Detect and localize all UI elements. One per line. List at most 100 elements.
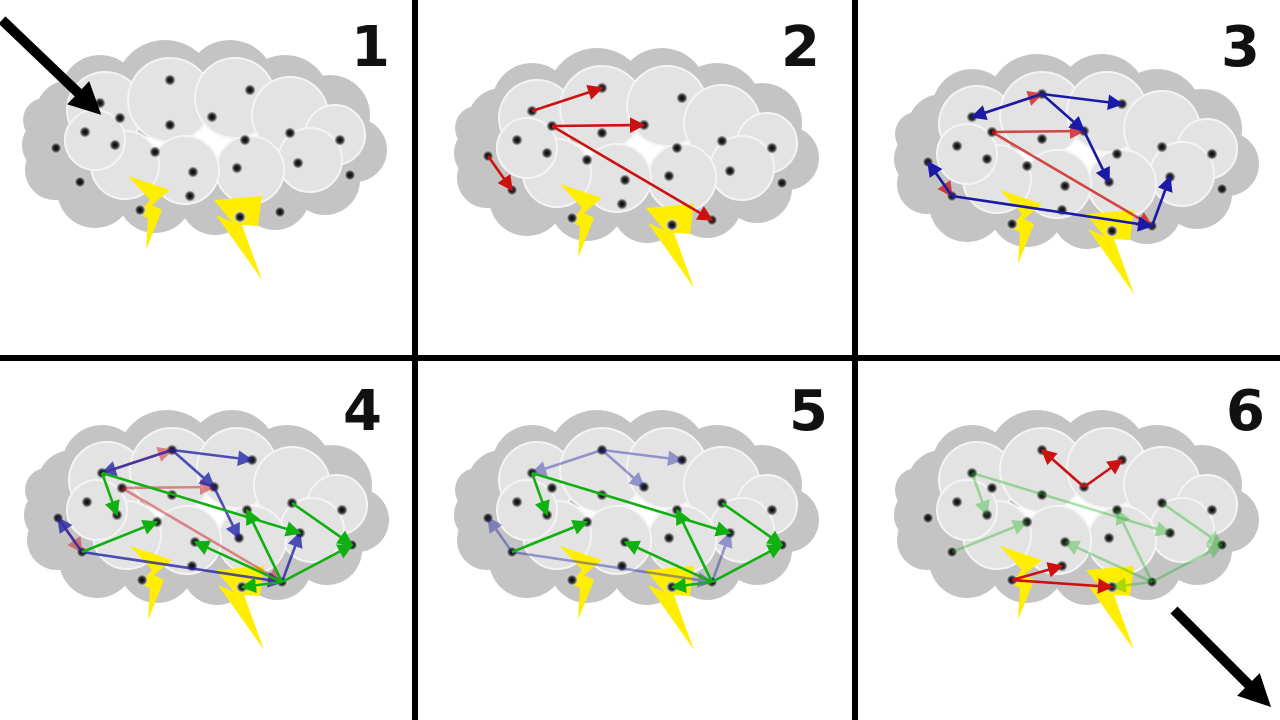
green-arrow: [711, 543, 784, 584]
charge-dot: [1103, 532, 1115, 544]
charge-dot: [274, 206, 286, 218]
red-arrow: [551, 117, 646, 133]
charge-dot: [109, 139, 121, 151]
blue-arrow: [601, 448, 684, 466]
charge-dot: [511, 496, 523, 508]
storm-cloud-icon: [894, 410, 1259, 605]
charge-dot: [616, 198, 628, 210]
charge-dot: [981, 153, 993, 165]
storm-cloud-icon: [24, 410, 389, 605]
red-arrow: [1011, 562, 1064, 582]
charge-dot: [1216, 183, 1228, 195]
red-arrow: [531, 84, 604, 113]
red-arrow: [1011, 578, 1114, 594]
charge-dot: [566, 574, 578, 586]
cloud-puff: [496, 117, 558, 179]
charge-dot: [1036, 133, 1048, 145]
green-arrow: [971, 471, 1172, 537]
charge-dot: [1111, 148, 1123, 160]
green-arrow: [100, 472, 120, 517]
red-arrow: [486, 155, 514, 192]
charge-dot: [922, 512, 934, 524]
red-arrow: [551, 124, 714, 222]
charge-dot: [1059, 180, 1071, 192]
red-arrow: [121, 486, 284, 584]
charge-arrows: [56, 446, 354, 593]
green-arrow: [245, 508, 284, 583]
charge-dot: [566, 212, 578, 224]
green-arrow: [1151, 543, 1224, 584]
charge-dot: [666, 219, 678, 231]
entry-arrow-icon: [0, 16, 102, 115]
blue-arrow: [100, 448, 173, 477]
panel-number: 4: [343, 379, 382, 444]
cloud-puff: [647, 505, 717, 575]
blue-arrow: [970, 92, 1043, 121]
blue-arrow: [56, 516, 84, 553]
charge-dot: [344, 169, 356, 181]
blue-arrow: [212, 486, 241, 540]
blue-arrow: [951, 194, 1154, 232]
panel-number: 1: [351, 15, 390, 80]
red-arrow: [991, 123, 1086, 139]
charge-dot: [50, 142, 62, 154]
charge-arrows: [951, 448, 1224, 594]
storm-cloud-icon: [454, 48, 819, 243]
panel-number: 3: [1221, 15, 1260, 80]
charge-dot: [546, 482, 558, 494]
blue-arrow: [511, 550, 714, 588]
lightning-bolt-icon: [560, 184, 694, 288]
panel-3: 3: [894, 15, 1260, 294]
charge-dot: [1156, 497, 1168, 509]
charge-arrows: [486, 84, 714, 222]
cloud-puff: [496, 479, 558, 541]
green-arrow: [530, 472, 550, 517]
charge-dot: [966, 467, 978, 479]
green-arrow: [1161, 501, 1224, 547]
panel-6: 6: [894, 379, 1265, 650]
charge-dot: [676, 92, 688, 104]
blue-arrow: [1041, 93, 1086, 133]
charge-dot: [1106, 225, 1118, 237]
red-arrow: [121, 479, 216, 495]
green-arrow: [675, 508, 714, 583]
panel-number: 6: [1226, 379, 1265, 444]
charge-dot: [292, 157, 304, 169]
green-arrow: [291, 501, 354, 547]
charge-dot: [284, 127, 296, 139]
blue-arrow: [280, 531, 303, 583]
cloud-puff: [1087, 505, 1157, 575]
charge-dot: [184, 190, 196, 202]
charge-dot: [239, 134, 251, 146]
charge-dot: [116, 482, 128, 494]
lightning-bolt: [214, 196, 262, 280]
charge-dot: [1156, 141, 1168, 153]
charge-dot: [149, 146, 161, 158]
green-arrow: [1063, 540, 1153, 584]
cloud-puff: [22, 117, 78, 173]
green-arrow: [1115, 508, 1154, 583]
lightning-bolt: [560, 184, 602, 258]
blue-arrow: [530, 448, 603, 477]
lightning-bolt: [1086, 566, 1134, 650]
charge-dot: [244, 84, 256, 96]
lightning-bolt-icon: [128, 176, 262, 280]
charge-dot: [1146, 576, 1158, 588]
charge-dot: [1206, 504, 1218, 516]
blue-arrow: [601, 449, 646, 489]
panel-2: 2: [454, 15, 820, 288]
charge-dot: [986, 482, 998, 494]
charge-dot: [79, 126, 91, 138]
green-arrow: [721, 501, 784, 547]
charge-dot: [766, 142, 778, 154]
charge-dot: [616, 560, 628, 572]
blue-arrow: [171, 449, 216, 489]
charge-dot: [951, 496, 963, 508]
charge-dot: [1021, 160, 1033, 172]
panel-number: 5: [789, 379, 828, 444]
storm-cloud-icon: [22, 40, 387, 235]
panel-1: 1: [22, 15, 390, 280]
charge-dot: [663, 532, 675, 544]
charge-dot: [187, 166, 199, 178]
